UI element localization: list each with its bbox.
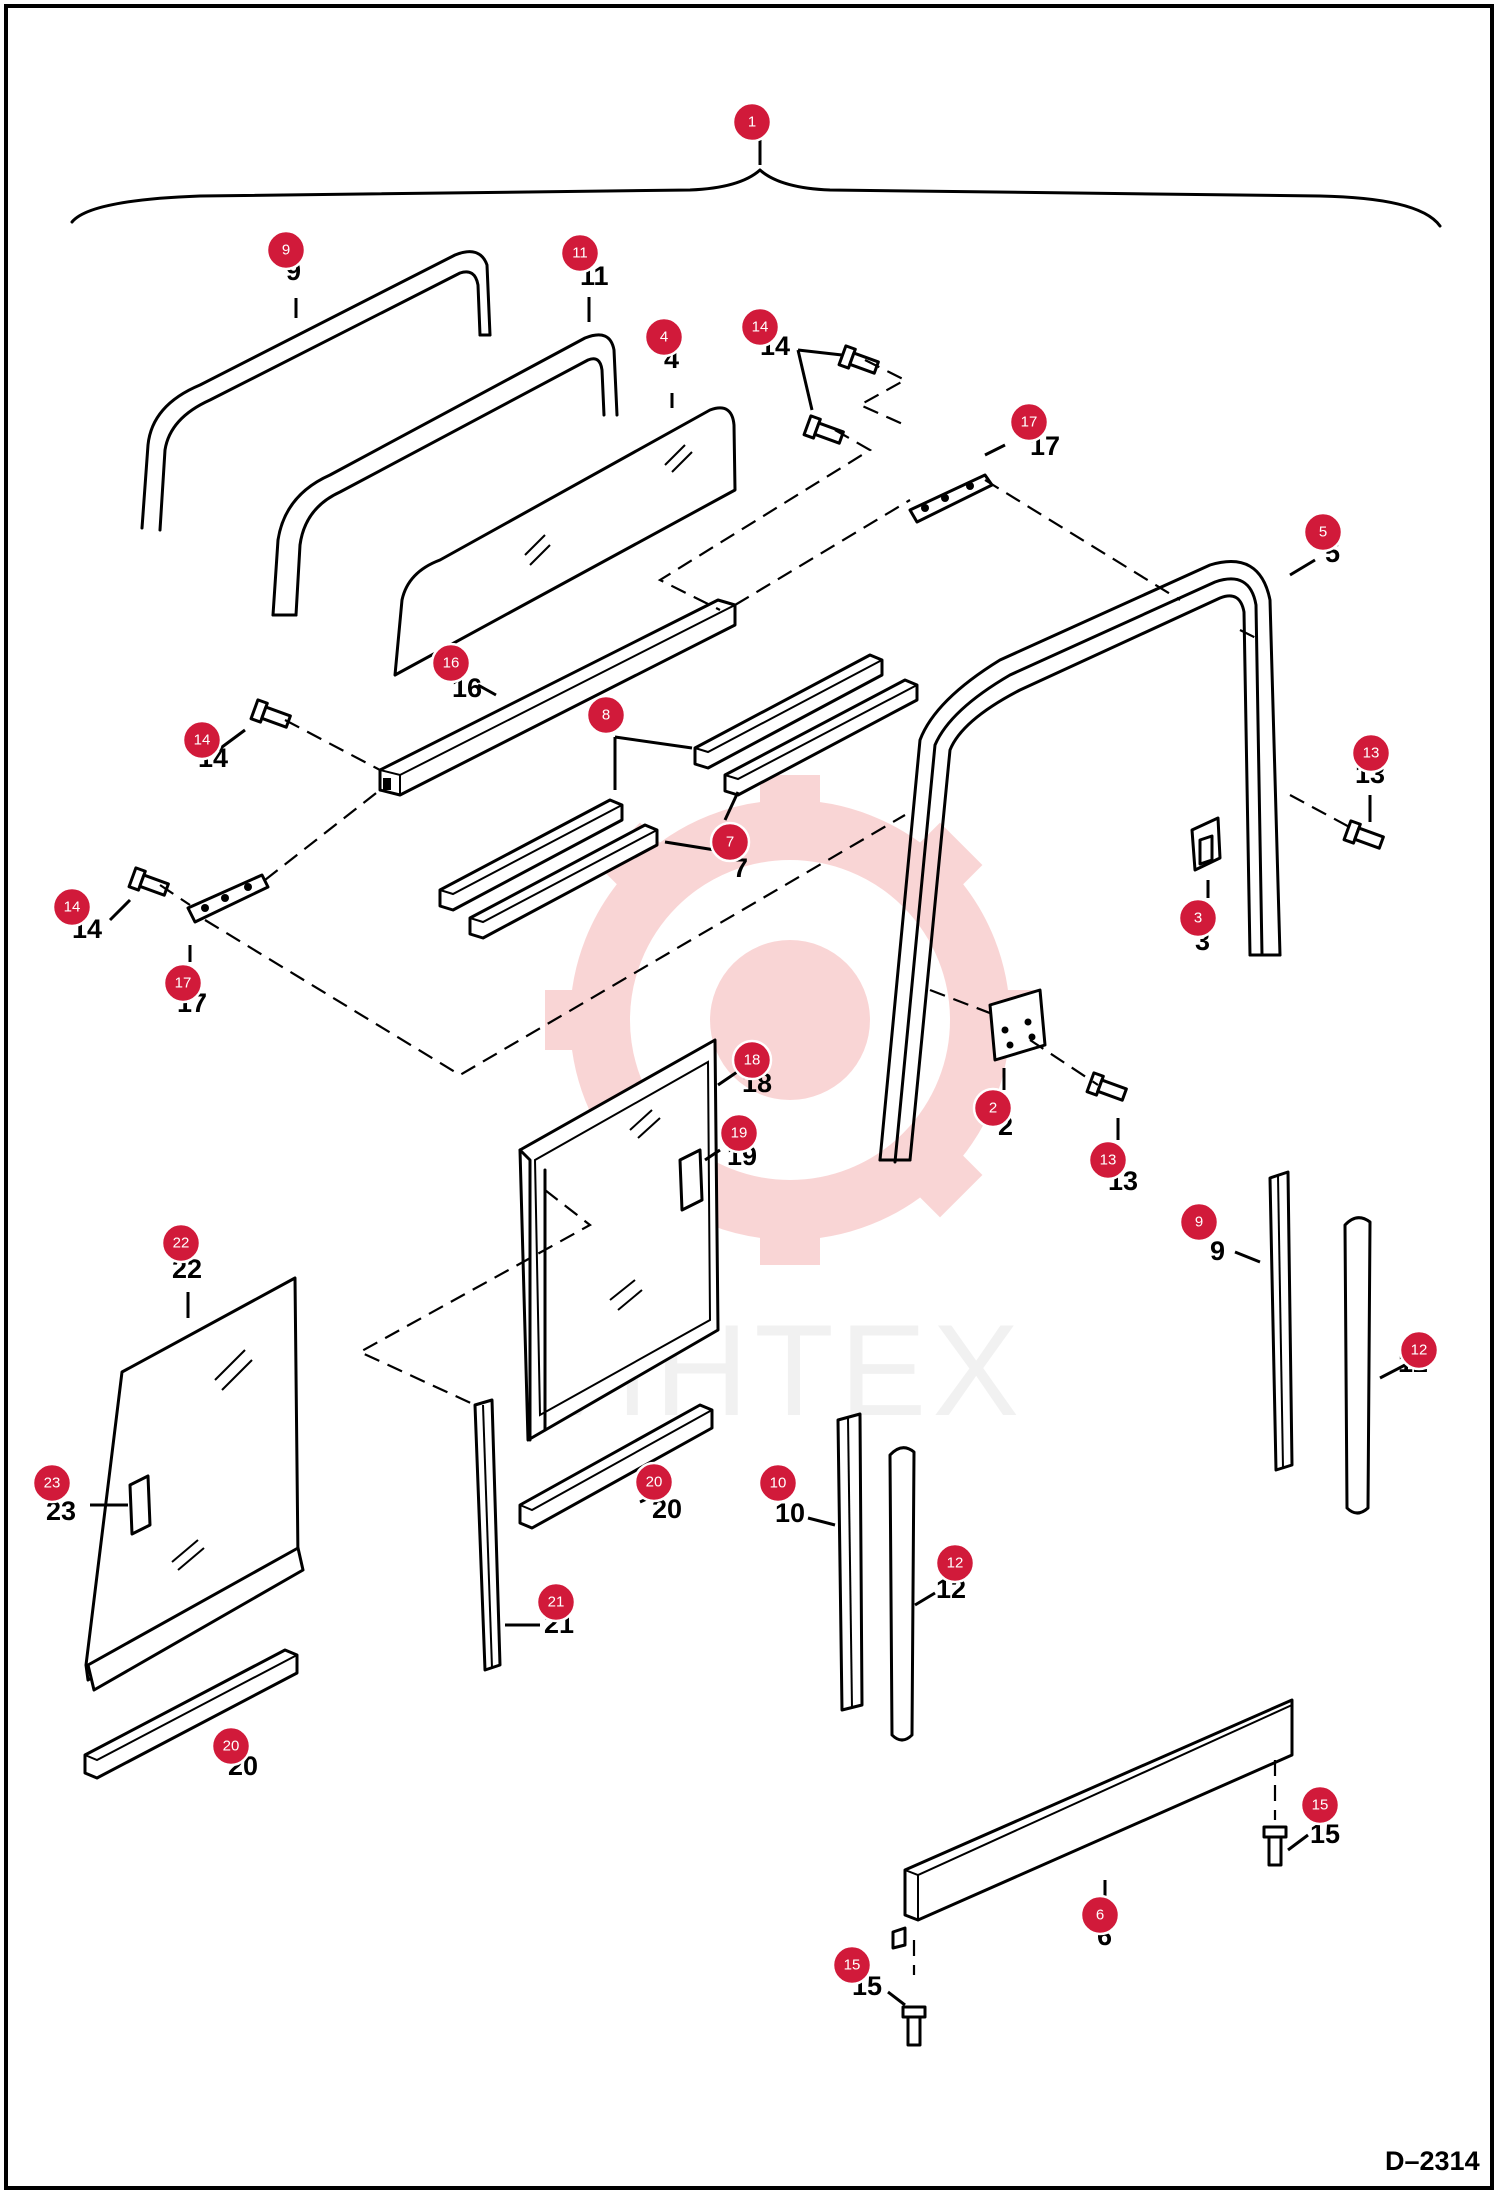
part-22-door-glass: [84, 1276, 305, 1692]
diagram-border: [4, 4, 1494, 2190]
part-21-post: [473, 1398, 502, 1672]
part-3-bracket: [1190, 816, 1222, 872]
part-20-rail-mid: [518, 1403, 714, 1530]
svg-text:15: 15: [844, 1957, 861, 1974]
part-19-latch: [678, 1148, 704, 1212]
svg-text:17: 17: [1021, 414, 1038, 431]
callout-badge: 3: [1177, 897, 1219, 939]
svg-text:9: 9: [1195, 1214, 1203, 1231]
svg-text:18: 18: [744, 1052, 761, 1069]
part-10-post: [836, 1412, 864, 1712]
svg-text:9: 9: [282, 242, 290, 259]
svg-text:13: 13: [1100, 1152, 1117, 1169]
callout-badge: 8: [585, 694, 627, 736]
svg-text:1: 1: [748, 114, 756, 131]
callout-badge: 2: [972, 1087, 1014, 1129]
callout-badge: 14: [51, 886, 93, 928]
svg-text:14: 14: [194, 732, 211, 749]
svg-text:12: 12: [947, 1555, 964, 1572]
callout-badge: 13: [1087, 1139, 1129, 1181]
svg-text:12: 12: [1411, 1342, 1428, 1359]
part-2-bracket: [988, 988, 1047, 1062]
callout-badge: 19: [718, 1112, 760, 1154]
svg-text:13: 13: [1363, 745, 1380, 762]
callout-badge: 9: [1178, 1201, 1220, 1243]
svg-text:14: 14: [752, 319, 769, 336]
svg-text:8: 8: [602, 707, 610, 724]
callout-badge: 1: [731, 101, 773, 143]
part-23-latch: [128, 1474, 152, 1536]
svg-text:10: 10: [770, 1475, 787, 1492]
part-20-rail-low: [83, 1648, 299, 1780]
svg-text:3: 3: [1194, 910, 1202, 927]
part-15-bolts: [901, 1825, 1288, 2047]
callout-badge: 9: [265, 229, 307, 271]
callout-badge: 17: [1008, 401, 1050, 443]
callout-badge: 6: [1079, 1894, 1121, 1936]
svg-text:14: 14: [64, 899, 81, 916]
callout-badge: 20: [210, 1725, 252, 1767]
callout-badge: 14: [181, 719, 223, 761]
callout-badge: 20: [633, 1461, 675, 1503]
part-11-roof-seal: [271, 333, 619, 617]
part-14-screws: [127, 344, 880, 897]
callout-badges: 1 9 11 4 14 17 5 16 14 8 13 7 14 3 17 18…: [31, 101, 1440, 1986]
callout-badge: 4: [643, 316, 685, 358]
callout-badge: 7: [709, 821, 751, 863]
svg-text:17: 17: [175, 975, 192, 992]
svg-text:9: 9: [1210, 1236, 1225, 1266]
svg-text:20: 20: [646, 1474, 663, 1491]
callout-badge: 14: [739, 306, 781, 348]
callout-badge: 11: [559, 232, 601, 274]
svg-text:4: 4: [660, 329, 668, 346]
part-12-tube-right: [1343, 1216, 1372, 1515]
callout-badge: 13: [1350, 732, 1392, 774]
callout-badge: 12: [934, 1542, 976, 1584]
svg-text:21: 21: [548, 1594, 565, 1611]
part-8-rail-upper: [693, 653, 919, 797]
part-16-top-rail: [378, 598, 737, 797]
assembly-brace: [70, 168, 1442, 228]
callout-badge: 23: [31, 1462, 73, 1504]
part-4-upper-glass: [393, 406, 737, 677]
callout-badge: 21: [535, 1581, 577, 1623]
part-17-bracket-left: [186, 873, 270, 924]
part-13-screws: [1085, 819, 1385, 1102]
svg-text:2: 2: [989, 1100, 997, 1117]
callout-badge: 5: [1302, 511, 1344, 553]
part-9-side-seal: [1268, 1170, 1294, 1472]
svg-text:6: 6: [1096, 1907, 1104, 1924]
callout-badge: 10: [757, 1462, 799, 1504]
part-9-roof-seal: [140, 250, 492, 532]
svg-text:22: 22: [173, 1235, 190, 1252]
svg-text:23: 23: [44, 1475, 61, 1492]
callout-badge: 15: [1299, 1784, 1341, 1826]
svg-text:7: 7: [726, 834, 734, 851]
svg-text:5: 5: [1319, 524, 1327, 541]
svg-text:16: 16: [443, 655, 460, 672]
callout-badge: 12: [1398, 1329, 1440, 1371]
callout-badge: 15: [831, 1944, 873, 1986]
assembly-lines: [159, 359, 1356, 1975]
svg-text:11: 11: [572, 245, 588, 262]
callout-badge: 22: [160, 1222, 202, 1264]
callout-badge: 18: [731, 1039, 773, 1081]
svg-text:19: 19: [731, 1125, 748, 1142]
part-8-rail-lower: [438, 798, 659, 940]
svg-text:15: 15: [1312, 1797, 1329, 1814]
drawing-code: D–2314: [1385, 2146, 1480, 2176]
callout-badge: 16: [430, 642, 472, 684]
part-18-door-frame: [518, 1038, 720, 1442]
part-6-sill: [891, 1698, 1294, 1950]
callout-badge: 17: [162, 962, 204, 1004]
part-17-bracket-top: [908, 473, 994, 524]
svg-text:20: 20: [223, 1738, 240, 1755]
part-12-tube-center: [888, 1446, 916, 1742]
part-5-main-frame: [878, 560, 1282, 1164]
